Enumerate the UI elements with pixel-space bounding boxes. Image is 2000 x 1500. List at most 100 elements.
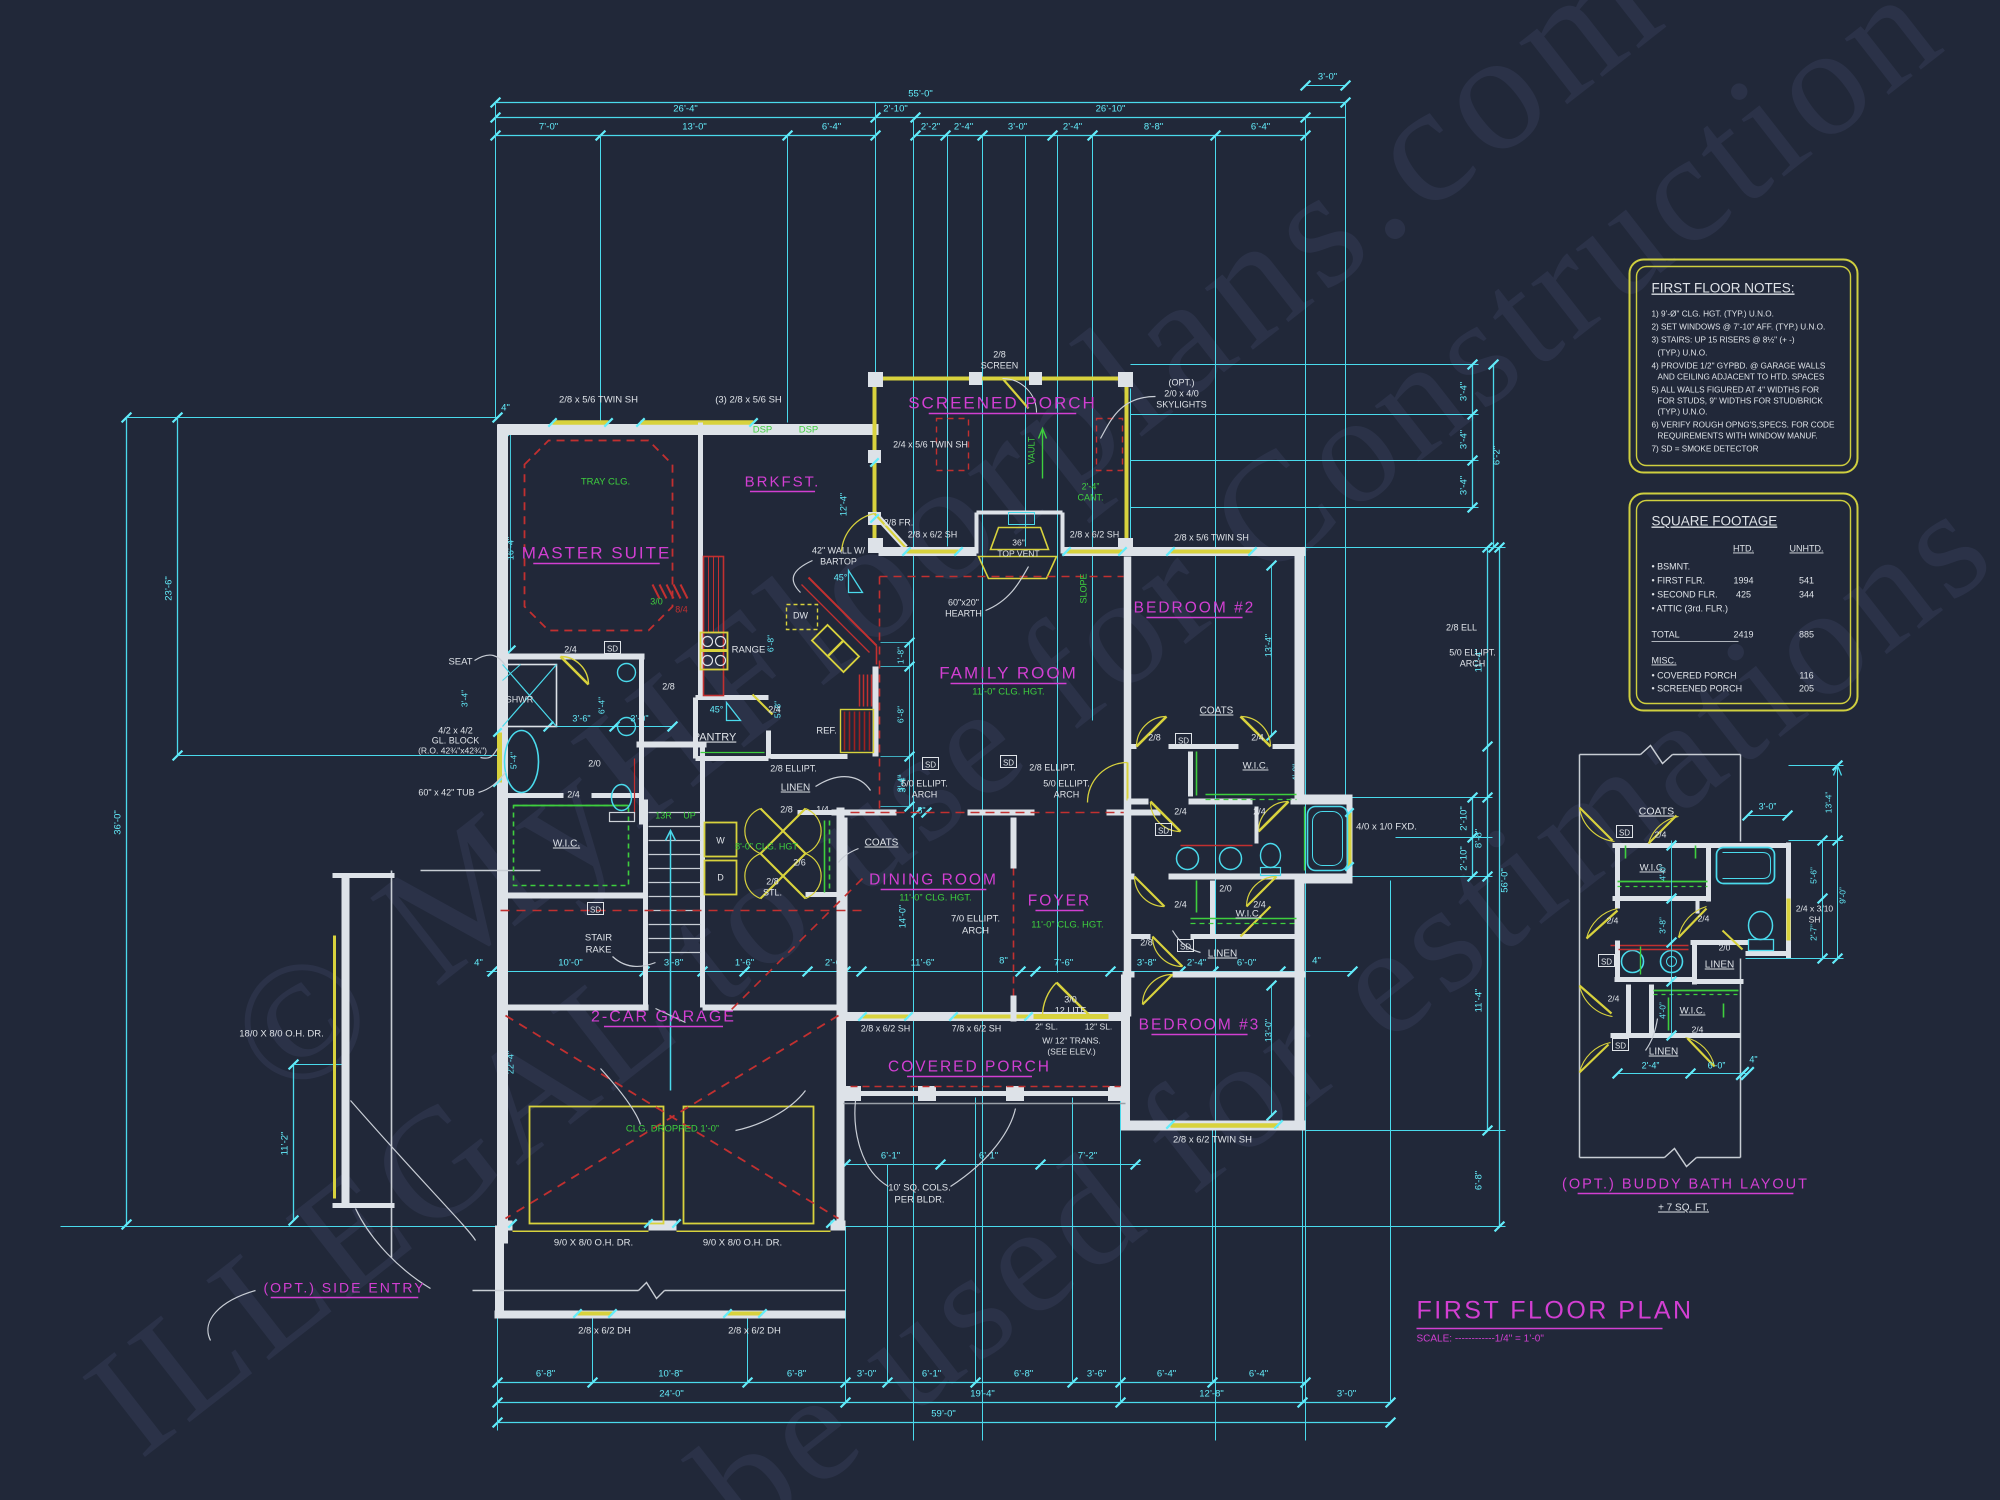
svg-text:D: D [717, 873, 724, 883]
svg-text:SQUARE FOOTAGE: SQUARE FOOTAGE [1652, 514, 1778, 529]
svg-text:3/0: 3/0 [1064, 995, 1077, 1005]
svg-text:2419: 2419 [1733, 630, 1753, 640]
svg-text:13'-4”: 13'-4” [1824, 792, 1834, 814]
svg-text:1’-8": 1’-8" [896, 647, 906, 664]
svg-text:10’-0": 10’-0" [558, 958, 583, 969]
svg-text:344: 344 [1799, 590, 1814, 600]
svg-text:2’-10": 2’-10" [883, 104, 908, 115]
svg-text:4": 4" [501, 403, 510, 414]
svg-text:UNHTD.: UNHTD. [1790, 544, 1824, 554]
svg-text:3’-0": 3’-0" [1318, 72, 1337, 83]
svg-text:• FIRST FLR.: • FIRST FLR. [1652, 576, 1706, 586]
svg-text:(OPT.) BUDDY BATH LAYOUT: (OPT.) BUDDY BATH LAYOUT [1562, 1177, 1809, 1193]
svg-text:2/8 x 5/6 TWIN SH: 2/8 x 5/6 TWIN SH [1174, 533, 1249, 543]
svg-text:2/0: 2/0 [588, 759, 601, 769]
svg-text:2/4: 2/4 [768, 705, 781, 715]
svg-text:11’-6": 11’-6" [911, 958, 935, 969]
svg-text:7/0 ELLIPT.: 7/0 ELLIPT. [951, 914, 1000, 925]
svg-text:4'-0”: 4'-0” [1658, 864, 1668, 881]
svg-text:6’-1": 6’-1" [922, 1369, 941, 1380]
svg-text:SCREENED PORCH: SCREENED PORCH [908, 394, 1097, 413]
svg-text:2/4: 2/4 [1607, 916, 1619, 926]
svg-text:5/0 ELLIPT.: 5/0 ELLIPT. [1449, 648, 1496, 658]
svg-text:116: 116 [1799, 671, 1813, 681]
svg-text:13R: 13R [655, 811, 672, 821]
svg-text:TRAY CLG.: TRAY CLG. [581, 477, 630, 488]
svg-text:3’-4": 3’-4" [898, 774, 908, 792]
svg-text:(SEE ELEV.): (SEE ELEV.) [1047, 1047, 1096, 1057]
svg-text:3'-8”: 3'-8” [1658, 917, 1668, 934]
svg-text:2’-10": 2’-10" [1459, 806, 1470, 831]
svg-text:2/8 FR.: 2/8 FR. [884, 518, 914, 528]
svg-text:SKYLIGHTS: SKYLIGHTS [1156, 400, 1207, 410]
svg-text:1/4: 1/4 [816, 805, 829, 815]
svg-text:6’-8": 6’-8" [1014, 1369, 1033, 1380]
svg-text:STAIR: STAIR [585, 933, 612, 944]
svg-text:W.I.C.: W.I.C. [1680, 1006, 1706, 1017]
svg-text:DSP: DSP [799, 425, 819, 436]
svg-text:11'-0” CLG. HGT.: 11'-0” CLG. HGT. [972, 687, 1044, 698]
svg-text:5’-8": 5’-8" [773, 701, 783, 718]
svg-text:RANGE: RANGE [732, 645, 766, 656]
svg-text:2/4: 2/4 [1253, 807, 1266, 817]
svg-text:22’-4": 22’-4" [506, 1051, 516, 1074]
svg-text:55’-0": 55’-0" [908, 89, 933, 100]
svg-text:3’-0": 3’-0" [857, 1369, 876, 1380]
svg-text:SD: SD [1180, 943, 1191, 952]
svg-text:4": 4" [1749, 1055, 1757, 1065]
svg-text:TOP VENT: TOP VENT [997, 549, 1039, 559]
svg-text:2/4: 2/4 [1174, 807, 1187, 817]
svg-text:2/8 x 6/2 SH: 2/8 x 6/2 SH [861, 1024, 911, 1034]
svg-text:4'-0”: 4'-0” [1658, 1002, 1668, 1019]
svg-text:9'-0”: 9'-0” [1838, 887, 1848, 904]
svg-text:• BSMNT.: • BSMNT. [1652, 562, 1691, 572]
svg-text:FIRST FLOOR PLAN: FIRST FLOOR PLAN [1417, 1297, 1694, 1325]
svg-text:2/4: 2/4 [1655, 830, 1667, 840]
svg-text:W/ 12" TRANS.: W/ 12" TRANS. [1042, 1036, 1101, 1046]
svg-text:10' SQ. COLS.: 10' SQ. COLS. [888, 1183, 951, 1194]
svg-text:LINEN: LINEN [1649, 1047, 1678, 1058]
svg-text:COATS: COATS [1200, 706, 1234, 717]
svg-text:18/0 X 8/0 O.H. DR.: 18/0 X 8/0 O.H. DR. [239, 1029, 323, 1040]
svg-text:6’-0": 6’-0" [1237, 958, 1256, 969]
svg-text:8/4: 8/4 [675, 605, 688, 615]
svg-text:• SECOND FLR.: • SECOND FLR. [1652, 590, 1718, 600]
svg-text:4": 4" [474, 958, 483, 969]
svg-text:W.I.C.: W.I.C. [1236, 909, 1262, 920]
svg-text:541: 541 [1799, 576, 1814, 586]
svg-text:45°: 45° [834, 573, 848, 583]
svg-text:8": 8" [999, 956, 1008, 967]
svg-text:SD: SD [1003, 759, 1014, 768]
svg-text:W.I.C.: W.I.C. [1640, 863, 1666, 874]
svg-text:CLG. DROPPED 1'-0”: CLG. DROPPED 1'-0” [626, 1124, 719, 1135]
svg-text:5/0 ELLIPT.: 5/0 ELLIPT. [1043, 779, 1090, 789]
svg-text:3’-8": 3’-8" [1137, 958, 1156, 969]
svg-text:BEDROOM #3: BEDROOM #3 [1139, 1017, 1261, 1034]
svg-text:3’-6": 3’-6" [572, 714, 590, 724]
svg-text:RAKE: RAKE [586, 945, 612, 956]
svg-text:MASTER SUITE: MASTER SUITE [522, 544, 672, 563]
svg-text:6’-4": 6’-4" [822, 122, 841, 133]
svg-text:6’-8": 6’-8" [536, 1369, 555, 1380]
svg-text:2/4 x 3/10: 2/4 x 3/10 [1796, 904, 1834, 914]
svg-text:SCREEN: SCREEN [981, 361, 1019, 371]
svg-text:UP: UP [683, 811, 696, 821]
svg-text:SEAT: SEAT [448, 657, 472, 668]
svg-text:(OPT.) SIDE ENTRY: (OPT.) SIDE ENTRY [263, 1280, 425, 1296]
svg-text:26’-10": 26’-10" [1096, 104, 1126, 115]
svg-text:3’-4": 3’-4" [460, 690, 470, 707]
svg-text:2/8 x 6/2 DH: 2/8 x 6/2 DH [578, 1326, 631, 1337]
svg-text:W.I.C.: W.I.C. [553, 839, 580, 850]
svg-text:HEARTH: HEARTH [945, 609, 982, 619]
svg-text:2/0: 2/0 [1219, 884, 1232, 894]
svg-text:10’-8": 10’-8" [658, 1369, 683, 1380]
svg-text:SCALE: ------------1/4" = 1’-: SCALE: ------------1/4" = 1’-0" [1417, 1334, 1545, 1345]
svg-text:(OPT.): (OPT.) [1169, 378, 1195, 388]
svg-text:2/4: 2/4 [1608, 994, 1620, 1004]
svg-text:SD: SD [925, 761, 936, 770]
svg-text:6) VERIFY ROUGH OPNG'S,SPECS.: 6) VERIFY ROUGH OPNG'S,SPECS. FOR CODE [1652, 421, 1835, 430]
svg-text:6’-1": 6’-1" [979, 1151, 998, 1162]
svg-text:FOR STUDS, 9" WIDTHS FOR STUD/: FOR STUDS, 9" WIDTHS FOR STUD/BRICK [1658, 397, 1824, 406]
svg-text:SD: SD [1158, 827, 1169, 836]
svg-text:2-CAR GARAGE: 2-CAR GARAGE [591, 1009, 736, 1026]
